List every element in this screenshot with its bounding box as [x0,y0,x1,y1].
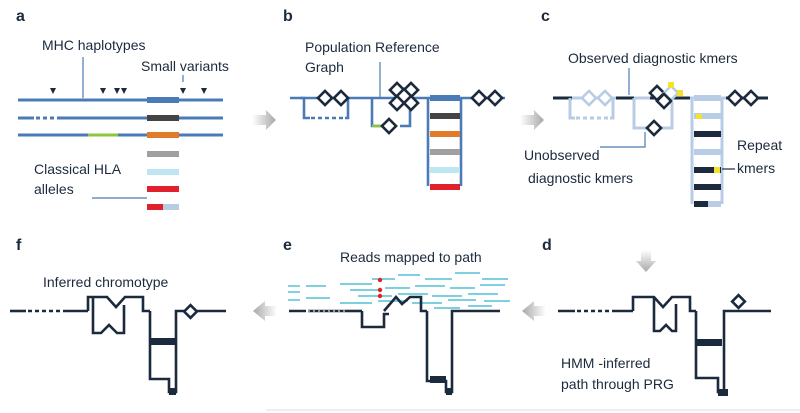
arrow-e-to-f [253,301,277,321]
d-allele-block-lower [718,389,728,396]
small-variants-label: Small variants [141,58,229,74]
repeat-kmers-label-line2: kmers [737,160,775,176]
hmm-label-line2: path through PRG [561,376,674,392]
c-kmer-ladder [694,95,721,207]
panel-e: e Reads mapped to path [283,237,510,395]
panel-c-label: c [541,8,550,25]
panel-f-label: f [16,237,22,254]
flow-arrows [252,110,656,321]
unobserved-leader-line [600,132,646,148]
arrow-b-to-c [520,110,544,130]
classical-hla-label-line1: Classical HLA [34,161,122,177]
d-diamonds [730,293,747,310]
f-allele-block-lower [169,388,176,395]
panel-e-label: e [283,237,292,254]
e-allele-block [430,376,446,383]
panel-b-label: b [283,8,293,25]
panel-c: c Observed diagnostic kmers [524,8,782,207]
panel-f: f Inferred chromotype [10,237,226,395]
mhc-haplotypes-label: MHC haplotypes [42,37,146,53]
d-inferred-path [558,295,771,394]
c-diamonds [580,84,760,137]
classical-hla-label-line2: alleles [34,181,74,197]
panel-a: a MHC haplotypes Small variants [16,8,229,210]
hla-allele-blocks [147,97,179,210]
panel-b: b Population Reference Graph [283,8,505,190]
panel-d-label: d [542,237,552,254]
variant-markers [50,88,207,94]
prg-label-line1: Population Reference [305,39,440,55]
panel-d: d HMM -inferred path through PRG [542,237,771,396]
f-allele-block [150,338,176,345]
reads-mapped-label: Reads mapped to path [340,249,482,265]
haplotype-lines [18,98,223,137]
mapped-reads [288,272,510,309]
hmm-label-line1: HMM -inferred [561,355,650,371]
arrow-a-to-b [252,110,276,130]
prg-diamonds [316,81,504,135]
read-variant-dots [377,277,383,299]
prg-allele-ladder [430,95,460,190]
repeat-kmers-label-line1: Repeat [737,137,782,153]
unobserved-kmers-label-line1: Unobserved [524,147,600,163]
prg-label-line2: Graph [305,59,344,75]
arrow-d-to-e [522,301,546,321]
d-allele-block [696,339,722,346]
panel-a-label: a [16,8,25,25]
c-yellow-kmers-top [668,82,683,96]
arrow-c-to-d [636,250,656,272]
observed-kmers-label: Observed diagnostic kmers [568,50,738,66]
inferred-chromotype-label: Inferred chromotype [43,274,168,290]
e-allele-block-lower [446,388,452,395]
e-path [289,295,500,394]
unobserved-kmers-label-line2: diagnostic kmers [528,170,633,186]
f-diamonds [182,303,199,320]
